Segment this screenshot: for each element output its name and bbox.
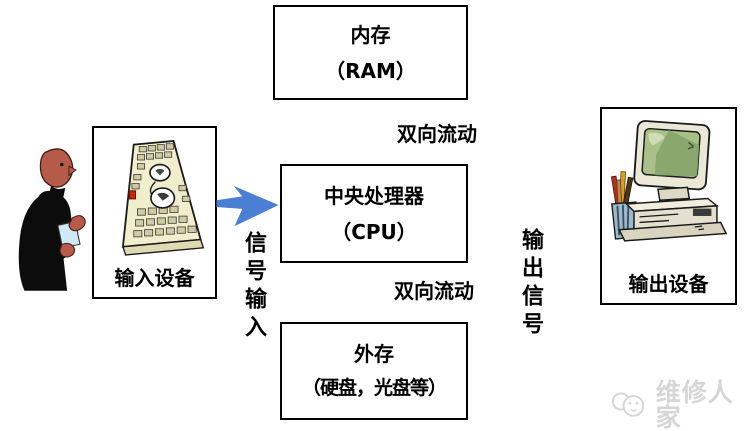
person-operator-icon (18, 148, 86, 291)
memory-title: 内存 (350, 22, 391, 47)
monitor-stand (656, 186, 690, 201)
person-body (18, 190, 74, 291)
cpu-subtitle: （CPU） (331, 219, 417, 244)
person-eye (60, 162, 64, 167)
person-nose (68, 165, 77, 177)
output-device-label: 输出设备 (628, 272, 709, 296)
bidirectional-flow-label-top: 双向流动 (397, 122, 477, 146)
arrow-shape (216, 185, 279, 227)
trackball-top-shade (154, 168, 164, 176)
memory-subtitle: （RAM） (325, 58, 416, 83)
external-storage-box: 外存 （硬盘，光盘等） (280, 322, 468, 420)
output-signal-label: 输出信号 (518, 228, 543, 340)
crt-monitor-icon (610, 119, 727, 242)
keyboard-edge (121, 238, 204, 256)
cpu-box: 中央处理器 （CPU） (280, 164, 468, 263)
signal-input-label: 信号输入 (241, 231, 266, 343)
red-key (128, 190, 136, 200)
watermark-text: 维修人家 (655, 378, 734, 431)
memory-box: 内存 （RAM） (273, 5, 468, 100)
trackball-bottom-shade (156, 192, 169, 201)
desktop-case (617, 197, 727, 242)
cat-logo-icon (611, 392, 645, 417)
storage-subtitle: （硬盘，光盘等） (301, 377, 447, 399)
person-hand-lower (59, 242, 76, 258)
output-device-box: 输出设备 (600, 107, 737, 305)
blue-right-arrow-icon (216, 185, 279, 227)
person-head (39, 148, 74, 188)
crt-head (632, 119, 710, 190)
keyboard-picture-area (94, 128, 215, 268)
bidirectional-flow-label-bottom: 双向流动 (394, 279, 474, 303)
input-device-label: 输入设备 (114, 266, 195, 290)
watermark: 维修人家 (611, 380, 749, 430)
person-neck (49, 185, 66, 197)
input-device-box: 输入设备 (92, 126, 217, 299)
keyboard-keys (131, 143, 197, 238)
person-hand-upper (68, 215, 86, 232)
keyboard-icon (121, 140, 204, 256)
monitor-picture-area (602, 109, 735, 274)
storage-title: 外存 (354, 342, 394, 366)
cpu-title: 中央处理器 (324, 183, 424, 208)
